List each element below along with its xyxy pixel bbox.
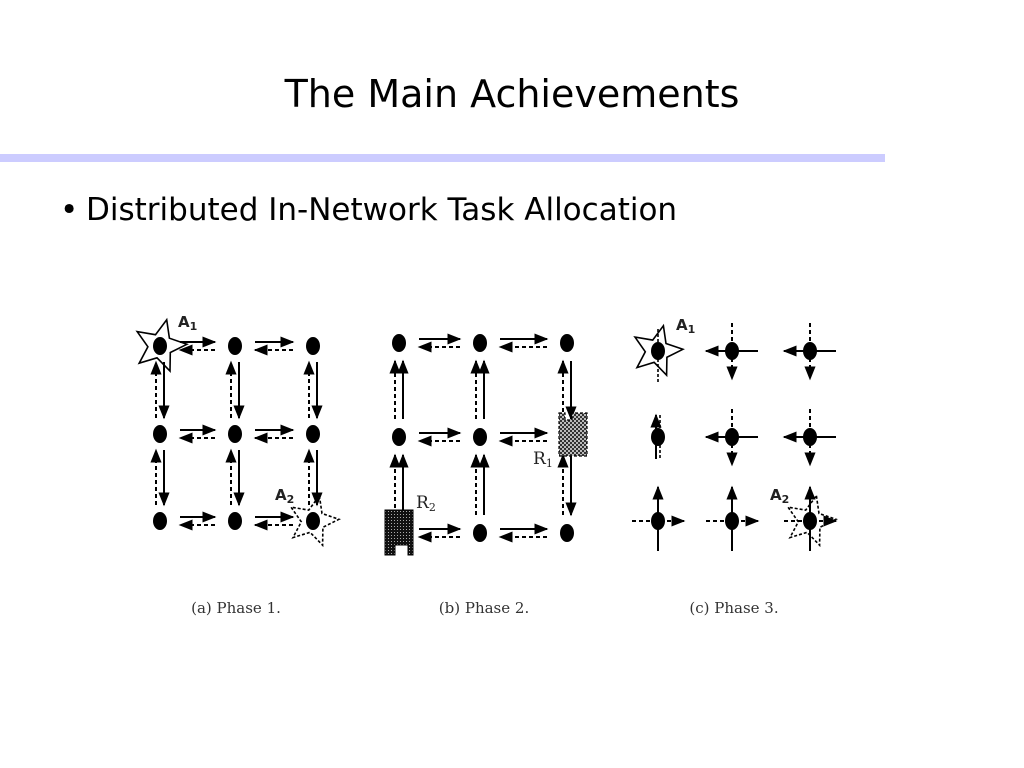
sensor-node	[803, 512, 817, 530]
sensor-node	[306, 337, 320, 355]
sensor-node	[228, 337, 242, 355]
slide-title: The Main Achievements	[284, 72, 740, 116]
sensor-node	[392, 428, 406, 446]
region-label-r2: R2	[416, 493, 436, 514]
sensor-node	[473, 524, 487, 542]
sensor-node	[306, 425, 320, 443]
sensor-node	[651, 512, 665, 530]
sensor-node	[651, 342, 665, 360]
panel-phase-2	[389, 333, 577, 543]
bullet-item: •Distributed In-Network Task Allocation	[60, 192, 677, 228]
sensor-node	[803, 342, 817, 360]
sensor-node	[153, 425, 167, 443]
sensor-node	[228, 425, 242, 443]
sensor-node	[560, 524, 574, 542]
sensor-node	[725, 342, 739, 360]
agent-label-a2-phase3: A2	[770, 486, 789, 506]
sensor-node	[473, 428, 487, 446]
caption-phase-1: (a) Phase 1.	[191, 599, 281, 617]
sensor-node	[560, 334, 574, 352]
agent-label-a2: A2	[275, 486, 294, 506]
sensor-node	[306, 512, 320, 530]
bullet-marker: •	[60, 192, 79, 228]
region-label-r1: R1	[533, 449, 553, 470]
agent-label-a1-phase3: A1	[676, 316, 695, 336]
sensor-node	[651, 428, 665, 446]
title-divider	[0, 154, 885, 162]
sensor-node	[803, 428, 817, 446]
region-r1	[558, 412, 588, 457]
caption-phase-2: (b) Phase 2.	[439, 599, 529, 617]
bullet-text: Distributed In-Network Task Allocation	[86, 192, 678, 228]
agent-label-a1: A1	[178, 313, 197, 333]
agent-star	[633, 323, 685, 378]
panel-phase-1	[135, 317, 341, 548]
sensor-node	[473, 334, 487, 352]
caption-phase-3: (c) Phase 3.	[689, 599, 778, 617]
sensor-node	[228, 512, 242, 530]
panel-phase-3	[632, 323, 838, 551]
sensor-node	[725, 512, 739, 530]
sensor-node	[153, 512, 167, 530]
sensor-node	[392, 334, 406, 352]
sensor-node	[725, 428, 739, 446]
sensor-node	[153, 337, 167, 355]
region-r2	[384, 509, 414, 556]
